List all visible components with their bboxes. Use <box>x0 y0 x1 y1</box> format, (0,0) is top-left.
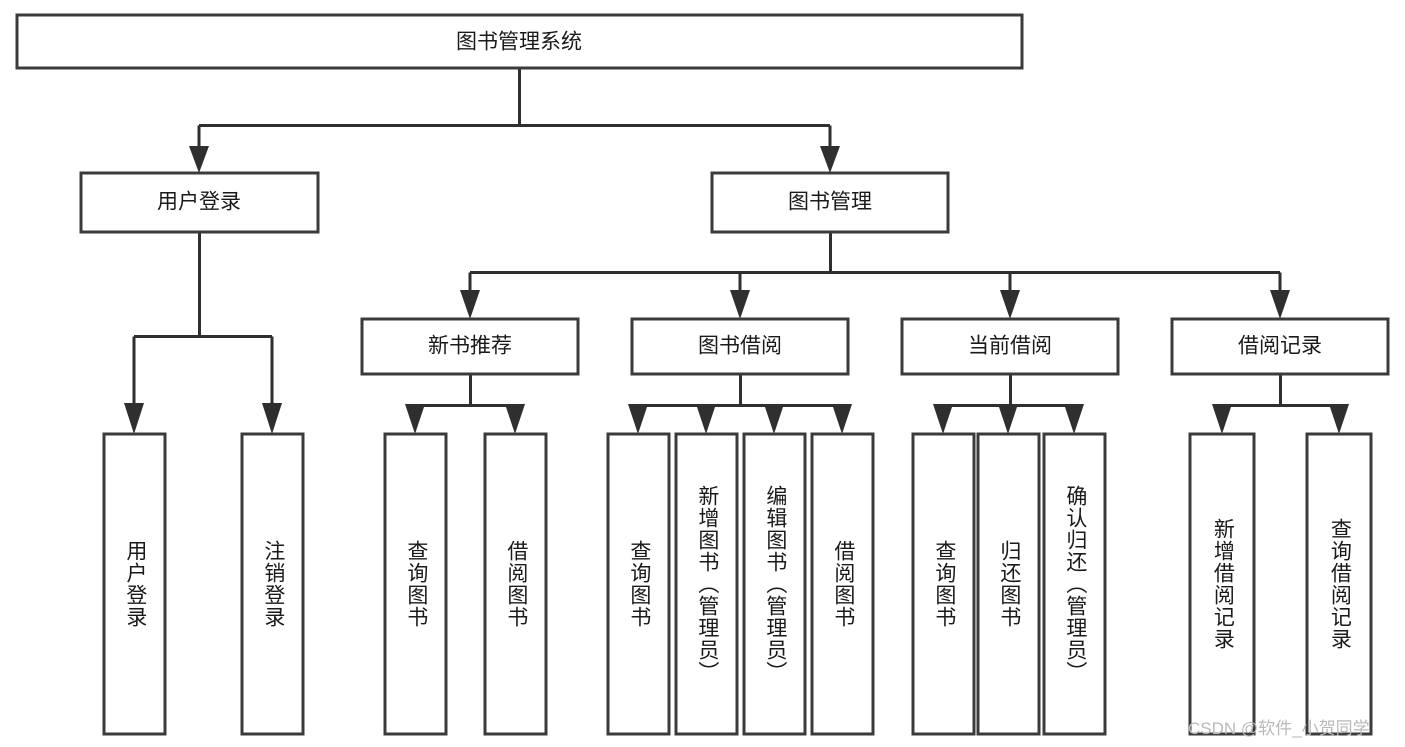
node-leaf-user-login[interactable] <box>102 432 167 736</box>
arrow-leaf-new-book-1 <box>405 404 425 434</box>
node-borrow-record[interactable]: 借阅记录 <box>1170 317 1390 376</box>
arrow-to-current-borrow <box>1000 290 1020 319</box>
node-label-book-borrow: 图书借阅 <box>698 335 782 358</box>
arrow-leaf-book-borrow-1 <box>628 404 648 434</box>
node-leaf-add-record[interactable] <box>1188 432 1256 736</box>
arrow-leaf-new-book-2 <box>505 404 525 434</box>
node-leaf-query-book-nb[interactable] <box>383 432 448 736</box>
node-label-current-borrow: 当前借阅 <box>968 335 1052 358</box>
node-leaf-query-book-bb[interactable] <box>606 432 671 736</box>
node-current-borrow[interactable]: 当前借阅 <box>900 317 1120 376</box>
node-leaf-return-book[interactable] <box>976 432 1041 736</box>
node-user-login[interactable]: 用户登录 <box>79 171 320 234</box>
node-label-new-book-recommend: 新书推荐 <box>428 335 512 358</box>
edges-layer <box>124 68 1349 434</box>
node-leaf-query-record[interactable] <box>1305 432 1373 736</box>
node-label-book-management: 图书管理 <box>788 191 872 214</box>
node-new-book-recommend[interactable]: 新书推荐 <box>360 317 580 376</box>
csdn-watermark: CSDN @软件_小贺同学 <box>1188 719 1370 738</box>
node-book-borrow[interactable]: 图书借阅 <box>630 317 850 376</box>
arrow-leaf-book-borrow-2 <box>696 404 716 434</box>
arrow-leaf-borrow-record-1 <box>1212 404 1232 434</box>
node-leaf-confirm-return[interactable] <box>1042 432 1107 736</box>
node-leaf-add-book[interactable] <box>674 432 739 736</box>
arrow-leaf-book-borrow-3 <box>764 404 784 434</box>
arrow-leaf-user-login-1 <box>124 403 144 434</box>
arrow-leaf-current-borrow-1 <box>933 404 953 434</box>
arrow-leaf-book-borrow-4 <box>832 404 852 434</box>
node-leaf-logout[interactable] <box>240 432 305 736</box>
nodes-layer: 图书管理系统 用户登录 图书管理 新书推荐 图书借阅 当前 <box>15 13 1390 736</box>
node-leaf-borrow-book-nb[interactable] <box>483 432 548 736</box>
arrow-leaf-borrow-record-2 <box>1329 404 1349 434</box>
node-label-user-login: 用户登录 <box>157 191 241 214</box>
node-book-management[interactable]: 图书管理 <box>710 171 950 234</box>
node-label-borrow-record: 借阅记录 <box>1238 335 1322 358</box>
arrow-to-user-login <box>189 146 209 173</box>
arrow-leaf-current-borrow-2 <box>998 404 1018 434</box>
node-label-root: 图书管理系统 <box>456 31 582 54</box>
arrow-leaf-user-login-2 <box>262 403 282 434</box>
node-book-management-system[interactable]: 图书管理系统 <box>15 13 1024 70</box>
arrow-to-borrow-record <box>1270 290 1290 319</box>
node-leaf-borrow-book-bb[interactable] <box>810 432 875 736</box>
arrow-leaf-current-borrow-3 <box>1064 404 1084 434</box>
node-leaf-edit-book[interactable] <box>742 432 807 736</box>
arrow-to-new-book <box>460 290 480 319</box>
arrow-to-book-borrow <box>730 290 750 319</box>
node-leaf-query-book-cb[interactable] <box>911 432 976 736</box>
arrow-to-book-mgmt <box>820 146 840 173</box>
